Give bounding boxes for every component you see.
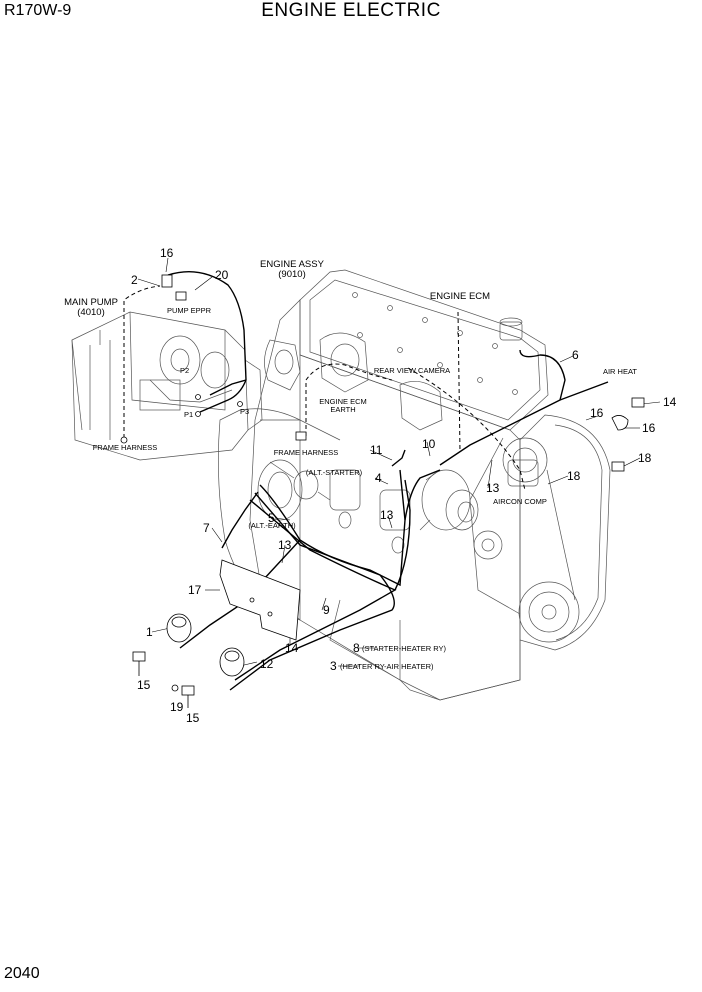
part-number-13-c: 13 bbox=[278, 538, 292, 552]
part-number-16-a: 16 bbox=[160, 246, 174, 260]
part-number-9: 9 bbox=[323, 603, 330, 617]
part-number-16-c: 16 bbox=[642, 421, 656, 435]
main-pump-label: MAIN PUMP bbox=[64, 297, 118, 308]
main-pump-drawing bbox=[71, 311, 263, 461]
part-number-11: 11 bbox=[370, 443, 383, 457]
part-number-3: 3 bbox=[330, 659, 337, 673]
part-number-7: 7 bbox=[203, 521, 210, 535]
wire-harnesses bbox=[167, 270, 609, 691]
part-number-5: 5 bbox=[268, 511, 275, 525]
engine-ecm-earth-label-2: EARTH bbox=[330, 405, 355, 414]
page-number: 2040 bbox=[4, 965, 40, 982]
alt-earth-label: (ALT.-EARTH) bbox=[248, 521, 296, 530]
part-number-14-b: 14 bbox=[285, 641, 299, 655]
part-number-15-a: 15 bbox=[137, 678, 151, 692]
hardware-parts bbox=[120, 274, 645, 708]
part-number-16-b: 16 bbox=[590, 406, 604, 420]
part-number-18: 18 bbox=[567, 469, 581, 483]
engine-ecm-label: ENGINE ECM bbox=[430, 291, 490, 302]
part-number-20: 20 bbox=[215, 268, 229, 282]
p2-label: P2 bbox=[180, 366, 189, 375]
part-number-2: 2 bbox=[131, 273, 138, 287]
engine-assembly-drawing bbox=[217, 269, 611, 701]
engine-ecm-earth-label-1: ENGINE ECM bbox=[319, 397, 367, 406]
p3-label: P3 bbox=[240, 407, 249, 416]
callout-labels: ENGINE ASSY (9010) MAIN PUMP (4010) ENGI… bbox=[64, 259, 637, 671]
part-number-4: 4 bbox=[375, 471, 382, 485]
part-number-8: 8 bbox=[353, 641, 360, 655]
rear-view-camera-label: REAR VIEW CAMERA bbox=[374, 366, 450, 375]
part-number-6: 6 bbox=[572, 348, 579, 362]
air-heat-label: AIR HEAT bbox=[603, 367, 637, 376]
part-number-14-a: 14 bbox=[663, 395, 677, 409]
part-number-18-left: 18 bbox=[638, 451, 652, 465]
page-title: ENGINE ELECTRIC bbox=[261, 0, 441, 21]
part-number-1: 1 bbox=[146, 625, 153, 639]
engine-assy-code: (9010) bbox=[278, 269, 305, 280]
heater-ry-air-heater-label: (HEATER RY-AIR HEATER) bbox=[340, 662, 434, 671]
pump-eppr-label: PUMP EPPR bbox=[167, 306, 212, 315]
part-number-19: 19 bbox=[170, 700, 184, 714]
part-number-13-a: 13 bbox=[486, 481, 500, 495]
part-number-12: 12 bbox=[260, 657, 274, 671]
part-number-17: 17 bbox=[188, 583, 202, 597]
part-number-13-b: 13 bbox=[380, 508, 394, 522]
starter-heater-ry-label: (STARTER-HEATER RY) bbox=[362, 644, 447, 653]
p1-label: P1 bbox=[184, 410, 193, 419]
model-code: R170W-9 bbox=[4, 2, 72, 19]
frame-harness-left-label: FRAME HARNESS bbox=[93, 443, 158, 452]
main-pump-code: (4010) bbox=[77, 307, 104, 318]
alt-starter-label: (ALT.-STARTER) bbox=[306, 468, 363, 477]
part-number-15-b: 15 bbox=[186, 711, 200, 725]
frame-harness-mid-label: FRAME HARNESS bbox=[274, 448, 339, 457]
engine-assy-label: ENGINE ASSY bbox=[260, 259, 325, 270]
part-number-labels: 1 2 3 4 5 6 7 8 9 10 11 12 13 13 13 14 1… bbox=[131, 246, 677, 725]
aircon-comp-label: AIRCON COMP bbox=[493, 497, 547, 506]
dashed-leaders bbox=[123, 285, 526, 491]
part-number-10: 10 bbox=[422, 437, 436, 451]
leader-lines bbox=[137, 257, 661, 667]
